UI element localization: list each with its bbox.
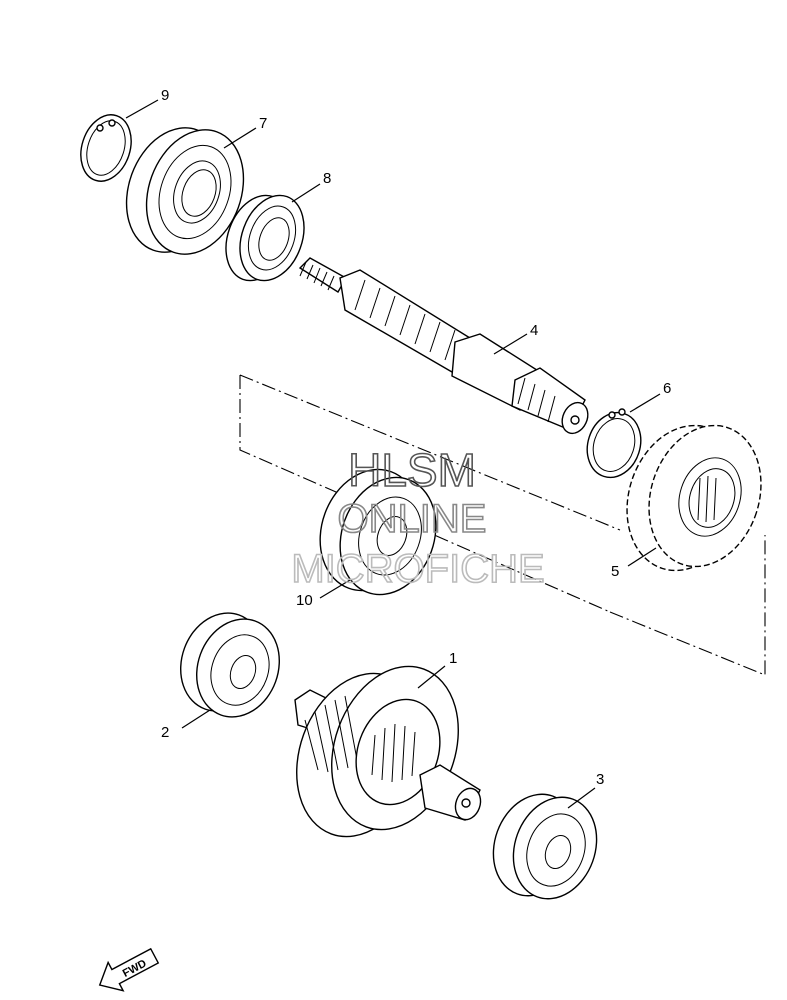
leader-4 <box>493 333 528 355</box>
leader-5 <box>627 547 657 567</box>
leader-7 <box>223 127 257 149</box>
part-6-circlip <box>586 408 642 479</box>
leader-1 <box>417 665 446 689</box>
callout-1: 1 <box>449 650 457 667</box>
callout-4: 4 <box>530 322 538 339</box>
fwd-arrow-icon: FWD <box>98 947 160 992</box>
part-10-bearing <box>319 468 437 596</box>
part-5-gear <box>626 424 762 572</box>
part-7-bearing <box>125 127 245 255</box>
callout-7: 7 <box>259 115 267 132</box>
leader-6 <box>629 393 661 413</box>
fwd-label: FWD <box>121 958 149 980</box>
leader-8 <box>291 183 321 203</box>
watermark-line-2: ONLINE <box>338 497 487 541</box>
callout-2: 2 <box>161 724 169 741</box>
assembly-boundary-line <box>239 374 766 676</box>
callout-8: 8 <box>323 170 331 187</box>
part-3-bearing <box>492 793 598 900</box>
callout-9: 9 <box>161 87 169 104</box>
part-1-gear-shaft <box>294 665 482 838</box>
part-9-circlip <box>80 114 132 182</box>
leader-3 <box>567 787 596 809</box>
callout-5: 5 <box>611 563 619 580</box>
part-4-shaft <box>298 257 589 435</box>
callout-3: 3 <box>596 771 604 788</box>
callout-10: 10 <box>296 592 313 609</box>
watermark-line-3: MICROFICHE <box>291 547 544 591</box>
part-2-bearing <box>180 612 280 718</box>
leader-2 <box>181 709 211 729</box>
leader-10 <box>319 579 351 599</box>
leader-9 <box>125 99 159 119</box>
part-8-bearing <box>225 194 305 282</box>
callout-6: 6 <box>663 380 671 397</box>
watermark-line-1: HLSM <box>348 444 476 496</box>
